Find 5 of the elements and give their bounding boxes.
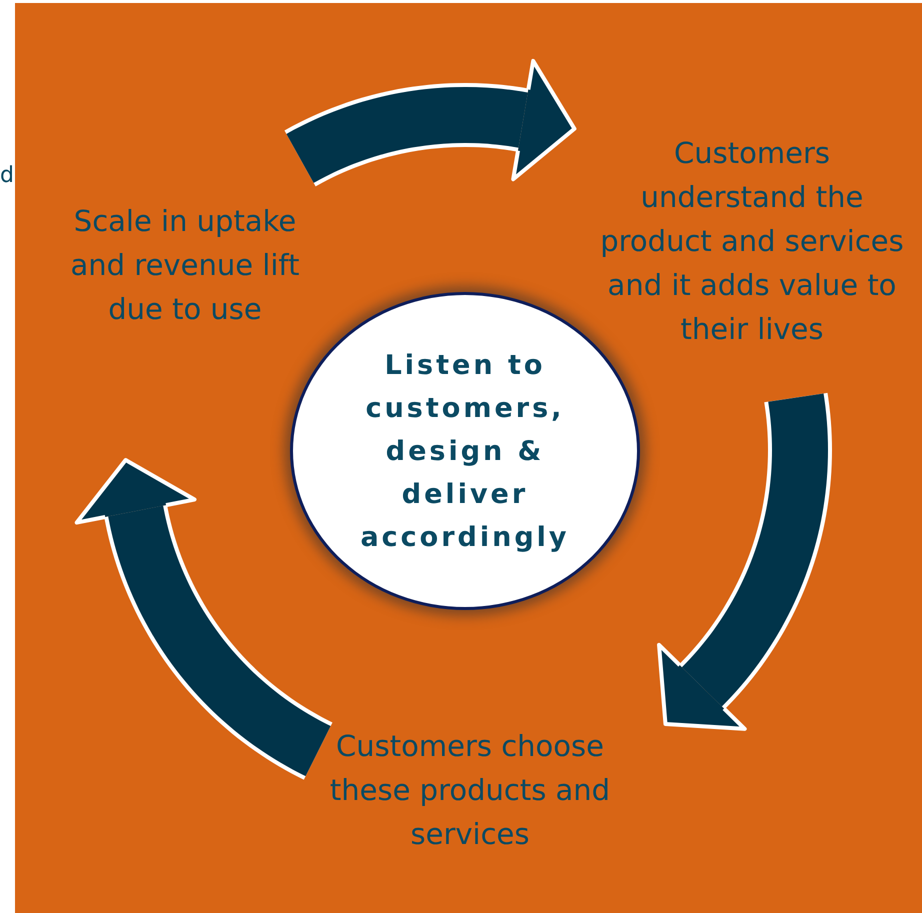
step-text: Listen to customers, design & deliver accordingly xyxy=(359,348,571,554)
step-text: Customers understand the product and services and it adds value to their lives xyxy=(599,134,905,348)
cut-off-text: d xyxy=(0,163,14,188)
step-text: Customers choose these products and services xyxy=(328,728,612,852)
step-text: Scale in uptake and revenue lift due to use xyxy=(70,203,300,328)
